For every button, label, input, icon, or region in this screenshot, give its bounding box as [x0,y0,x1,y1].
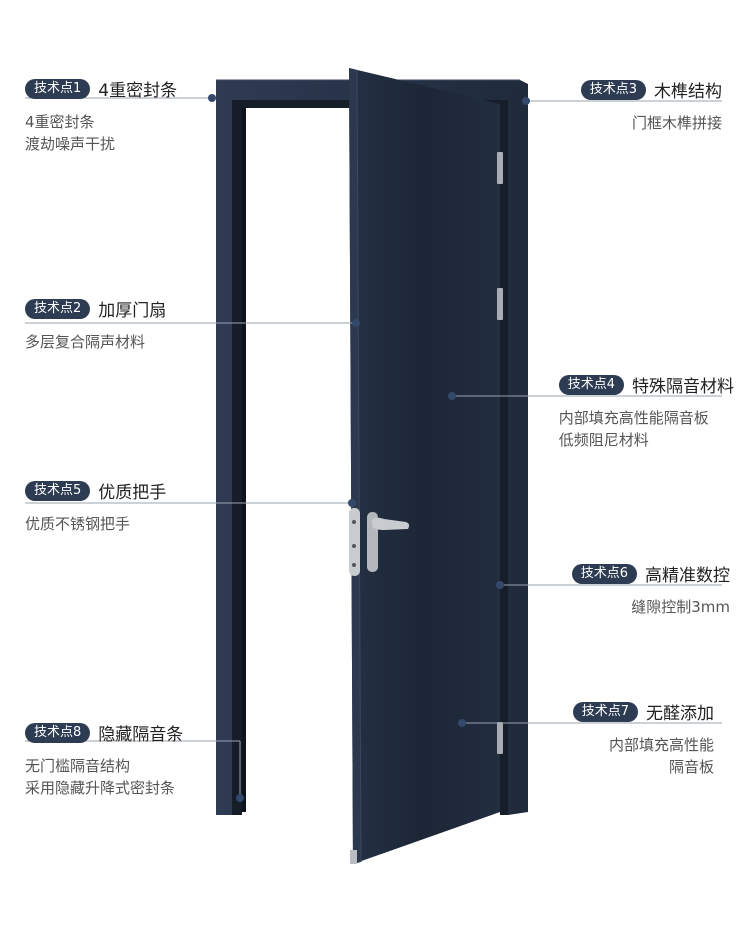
callout-badge: 技术点1 [25,78,91,99]
callout-title: 加厚门扇 [98,301,167,321]
callout-4: 技术点4 特殊隔音材料 内部填充高性能隔音板 低频阻尼材料 [558,372,734,451]
callout-dots [208,94,530,802]
callout-desc: 内部填充高性能隔音板 低频阻尼材料 [558,409,709,449]
callout-desc: 4重密封条 渡劫噪声干扰 [25,113,116,153]
callout-desc: 多层复合隔声材料 [25,333,146,351]
callout-badge: 技术点2 [25,298,91,319]
callout-badge: 技术点6 [571,563,637,584]
callout-6: 技术点6 高精准数控 缝隙控制3mm [571,561,730,618]
callout-title: 特殊隔音材料 [632,377,734,397]
callout-title: 优质把手 [98,483,167,503]
callout-badge: 技术点3 [580,79,646,100]
callout-8: 技术点8 隐藏隔音条 无门槛隔音结构 采用隐藏升降式密封条 [25,720,183,799]
callout-title: 隐藏隔音条 [98,725,184,745]
hinges [497,152,503,754]
callout-2: 技术点2 加厚门扇 多层复合隔声材料 [25,296,166,353]
callout-5: 技术点5 优质把手 优质不锈钢把手 [25,478,166,535]
callout-title: 高精准数控 [645,566,730,586]
callout-badge: 技术点4 [558,374,624,395]
callout-title: 无醛添加 [646,704,714,724]
callout-desc: 无门槛隔音结构 采用隐藏升降式密封条 [25,757,176,797]
callout-desc: 内部填充高性能 隔音板 [608,736,714,776]
callout-title: 4重密封条 [98,81,178,101]
callout-badge: 技术点7 [572,701,638,722]
callout-7: 技术点7 无醛添加 内部填充高性能 隔音板 [572,699,714,778]
callout-desc: 门框木榫拼接 [631,114,722,132]
callout-desc: 缝隙控制3mm [631,598,730,616]
callout-title: 木榫结构 [654,82,722,102]
callout-desc: 优质不锈钢把手 [25,515,131,533]
callout-badge: 技术点5 [25,480,91,501]
callout-1: 技术点1 4重密封条 4重密封条 渡劫噪声干扰 [25,76,177,155]
callout-3: 技术点3 木榫结构 门框木榫拼接 [580,77,722,134]
door-handle [349,508,410,576]
door-leaf [349,68,500,864]
callout-badge: 技术点8 [25,722,91,743]
